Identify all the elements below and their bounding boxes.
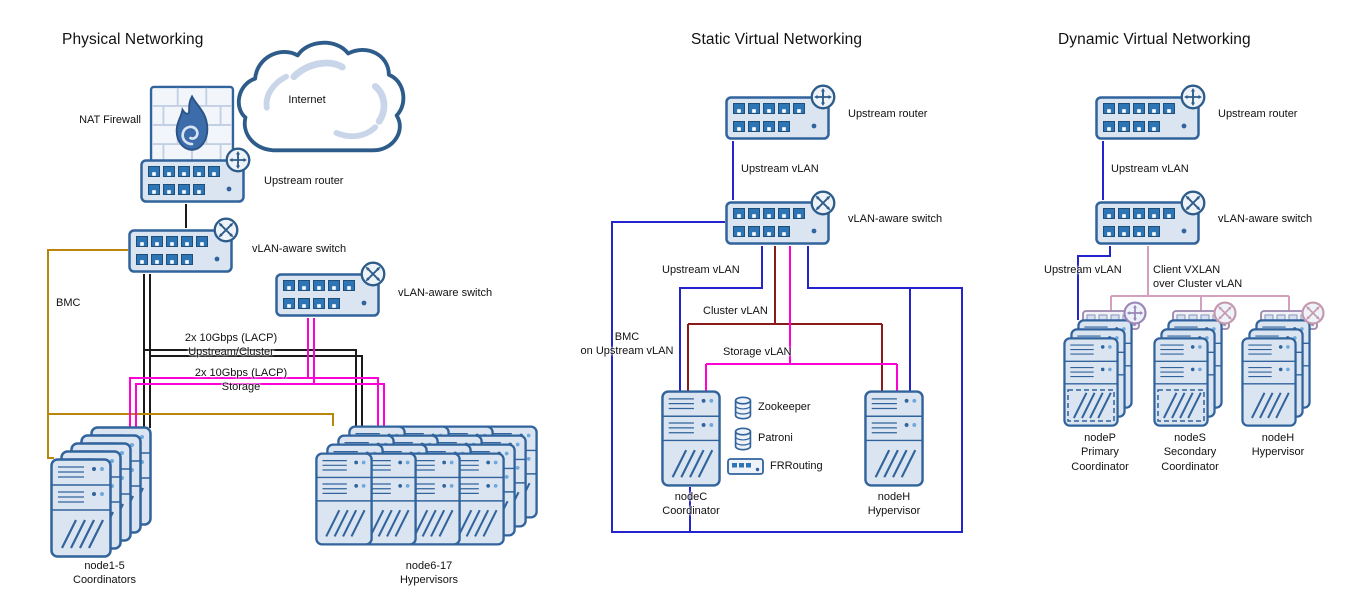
storage-vlan-label: Storage vLAN xyxy=(723,346,792,358)
nat-firewall-label: NAT Firewall xyxy=(79,114,141,126)
patroni-database-icon xyxy=(734,427,752,451)
dynamic-vxlan-links xyxy=(1110,246,1290,311)
dynamic-vlan-switch-label: vLAN-aware switch xyxy=(1218,213,1313,225)
lacp-storage-label: 2x 10Gbps (LACP) Storage xyxy=(194,367,288,394)
physical-bmc-links xyxy=(47,249,334,459)
virtual-machine-outline xyxy=(1157,389,1205,422)
frrouting-label: FRRouting xyxy=(770,460,823,472)
static-upstream-links xyxy=(611,141,963,533)
coordinators-label: node1-5 Coordinators xyxy=(73,560,136,587)
dynamic-upstream-vlan-link-label: Upstream vLAN xyxy=(1111,163,1189,175)
static-vlan-switch-label: vLAN-aware switch xyxy=(848,213,943,225)
nodeh-dynamic-server-stack xyxy=(1241,301,1325,427)
router-badge-icon xyxy=(1180,84,1206,110)
switch-badge-icon xyxy=(1180,190,1206,216)
nodec-server xyxy=(661,390,721,487)
lacp-upstream-cluster-label: 2x 10Gbps (LACP) Upstream/Cluster xyxy=(184,332,278,359)
hypervisors-label: node6-17 Hypervisors xyxy=(399,560,459,587)
switch-badge-icon xyxy=(360,261,386,287)
hypervisor-server-stack xyxy=(315,425,538,546)
router-badge-icon xyxy=(225,147,251,173)
bmc-upstream-vlan-label: BMC on Upstream vLAN xyxy=(580,331,674,358)
physical-vlan-switch-2-label: vLAN-aware switch xyxy=(398,287,493,299)
static-upstream-vlan-label: Upstream vLAN xyxy=(662,264,740,276)
dynamic-upstream-router-label: Upstream router xyxy=(1218,108,1298,120)
dynamic-section-title: Dynamic Virtual Networking xyxy=(1058,31,1251,48)
physical-section-title: Physical Networking xyxy=(62,31,204,48)
client-vxlan-label: Client VXLAN over Cluster vLAN xyxy=(1153,264,1243,291)
nodec-label: nodeC Coordinator xyxy=(662,491,720,518)
nodeh-dynamic-label: nodeH Hypervisor xyxy=(1251,432,1305,459)
switch-badge-icon xyxy=(810,190,836,216)
internet-label: Internet xyxy=(288,94,326,106)
nat-firewall-device xyxy=(149,85,235,165)
coordinator-server-stack xyxy=(50,426,152,558)
zookeeper-label: Zookeeper xyxy=(758,401,811,413)
nodep-server-stack xyxy=(1063,301,1147,427)
virtual-switch-badge-icon xyxy=(1213,301,1237,325)
static-upstream-vlan-link-label: Upstream vLAN xyxy=(741,163,819,175)
virtual-machine-outline xyxy=(1067,389,1115,422)
physical-upstream-router-label: Upstream router xyxy=(264,175,344,187)
dynamic-upstream-vlan-label: Upstream vLAN xyxy=(1044,264,1122,276)
router-badge-icon xyxy=(810,84,836,110)
nodeh-label: nodeH Hypervisor xyxy=(867,491,921,518)
static-cluster-links xyxy=(687,246,883,392)
frrouting-icon xyxy=(727,458,764,475)
physical-storage-links xyxy=(129,318,385,432)
physical-black-links xyxy=(143,204,363,434)
static-section-title: Static Virtual Networking xyxy=(691,31,863,48)
zookeeper-database-icon xyxy=(734,396,752,420)
static-upstream-router-label: Upstream router xyxy=(848,108,928,120)
virtual-router-badge-icon xyxy=(1123,301,1147,325)
virtual-switch-badge-icon xyxy=(1301,301,1325,325)
static-storage-links xyxy=(705,246,898,392)
nodeh-server xyxy=(864,390,924,487)
switch-badge-icon xyxy=(213,217,239,243)
cluster-vlan-label: Cluster vLAN xyxy=(703,305,768,317)
nodep-label: nodeP Primary Coordinator xyxy=(1071,432,1129,473)
patroni-label: Patroni xyxy=(758,432,793,444)
nodes-server-stack xyxy=(1153,301,1237,427)
bmc-label: BMC xyxy=(56,297,81,309)
dynamic-upstream-links xyxy=(1077,141,1111,320)
physical-vlan-switch-1-label: vLAN-aware switch xyxy=(252,243,347,255)
nodes-label: nodeS Secondary Coordinator xyxy=(1161,432,1219,473)
